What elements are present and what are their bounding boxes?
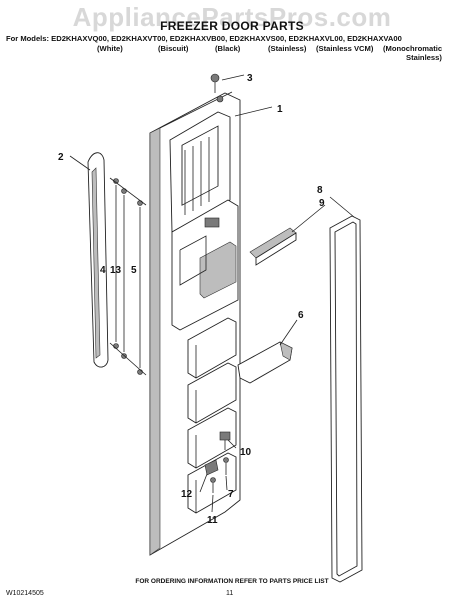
model-color-label: (White) bbox=[97, 44, 123, 53]
model-number: ED2KHAXVQ00, bbox=[51, 34, 109, 43]
leader-lines bbox=[69, 74, 355, 513]
model-number: ED2KHAXVL00, bbox=[288, 34, 345, 43]
models-prefix: For Models: bbox=[6, 34, 50, 43]
model-number: ED2KHAXVB00, bbox=[169, 34, 228, 43]
model-number: ED2KHAXVS00, bbox=[229, 34, 287, 43]
door-gasket bbox=[329, 215, 363, 583]
screw-part-11 bbox=[210, 477, 216, 493]
model-number: ED2KHAXVT00, bbox=[111, 34, 168, 43]
handle-screws bbox=[109, 177, 147, 376]
page-title: FREEZER DOOR PARTS bbox=[160, 19, 304, 33]
callout-10: 10 bbox=[240, 447, 252, 458]
freezer-door-panel bbox=[149, 91, 241, 556]
model-color-label: (Stainless) bbox=[268, 44, 307, 53]
screw-part-3 bbox=[210, 73, 220, 93]
trim-strip-part-9 bbox=[249, 227, 297, 266]
hinge-bracket-part-12 bbox=[204, 459, 219, 476]
door-shelf bbox=[187, 362, 237, 424]
door-shelf bbox=[187, 407, 237, 469]
model-color-label: Stainless) bbox=[406, 53, 442, 62]
page-number: 11 bbox=[226, 590, 234, 597]
model-color-label: (Stainless VCM) bbox=[316, 44, 374, 53]
ordering-info: FOR ORDERING INFORMATION REFER TO PARTS … bbox=[135, 578, 329, 585]
door-handle bbox=[87, 152, 109, 368]
watermark: AppliancePartsPros.com bbox=[72, 2, 392, 32]
callout-2: 2 bbox=[58, 152, 64, 163]
callout-12: 12 bbox=[181, 489, 193, 500]
door-shelf bbox=[187, 317, 237, 379]
callout-13: 13 bbox=[110, 265, 122, 276]
model-color-label: (Monochromatic bbox=[383, 44, 443, 53]
document-id: W10214505 bbox=[6, 590, 44, 597]
screw-part-7 bbox=[223, 457, 229, 475]
model-color-label: (Black) bbox=[215, 44, 241, 53]
callout-4: 4 bbox=[100, 265, 106, 276]
models-line: For Models: ED2KHAXVQ00, ED2KHAXVT00, ED… bbox=[6, 34, 402, 43]
lower-hinge-part-10 bbox=[219, 431, 231, 450]
door-shelf bbox=[187, 452, 237, 514]
callout-6: 6 bbox=[298, 310, 304, 321]
model-color-label: (Biscuit) bbox=[158, 44, 189, 53]
callout-8: 8 bbox=[317, 185, 323, 196]
callout-11: 11 bbox=[207, 515, 218, 526]
callout-3: 3 bbox=[247, 73, 253, 84]
model-number: ED2KHAXVA00 bbox=[347, 34, 402, 43]
door-bin-part-6 bbox=[237, 341, 293, 384]
callout-1: 1 bbox=[277, 104, 283, 115]
callout-9: 9 bbox=[319, 198, 325, 209]
callout-5: 5 bbox=[131, 265, 137, 276]
callout-7: 7 bbox=[228, 489, 234, 500]
